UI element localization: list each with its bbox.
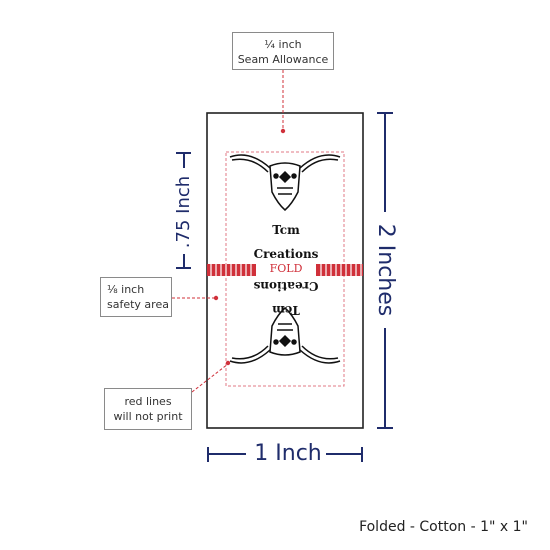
- longhorn-skull-icon-inverted: [229, 307, 341, 364]
- red-callout-line-1: red lines: [124, 395, 172, 408]
- product-caption: Folded - Cotton - 1" x 1": [359, 519, 528, 535]
- brand-text-bottom-inverted: Tcm Creations: [226, 274, 346, 322]
- red-callout-line-2: will not print: [113, 410, 183, 423]
- height-dimension-label: 2 Inches: [373, 223, 398, 317]
- safety-area-callout: ⅛ inch safety area: [100, 277, 172, 317]
- leader-lines: [172, 70, 284, 393]
- red-lines-callout: red lines will not print: [104, 388, 192, 430]
- fold-height-dimension-line: [176, 152, 191, 269]
- brand-line-1: Tcm: [272, 223, 300, 237]
- width-dimension-line: [207, 447, 363, 462]
- red-lines-leader-dot: [225, 360, 231, 366]
- seam-callout-line-2: Seam Allowance: [237, 53, 329, 66]
- seam-leader-dot: [280, 128, 286, 134]
- brand-line-2: Creations: [253, 247, 319, 261]
- fold-height-dimension-label: .75 Inch: [173, 175, 194, 249]
- safety-callout-line-1: ⅛ inch: [107, 283, 145, 296]
- brand-line-2-inverted: Creations: [253, 279, 319, 293]
- brand-line-1-inverted: Tcm: [272, 303, 300, 317]
- longhorn-skull-icon: [229, 154, 341, 211]
- seam-allowance-callout: ¼ inch Seam Allowance: [232, 32, 334, 70]
- width-dimension-label: 1 Inch: [254, 441, 322, 466]
- safety-callout-line-2: safety area: [107, 298, 169, 311]
- seam-callout-line-1: ¼ inch: [264, 38, 302, 51]
- safety-leader-dot: [213, 295, 219, 301]
- height-dimension-line: [377, 112, 393, 429]
- brand-text-top: Tcm Creations: [226, 218, 346, 266]
- fold-label: FOLD: [256, 262, 316, 276]
